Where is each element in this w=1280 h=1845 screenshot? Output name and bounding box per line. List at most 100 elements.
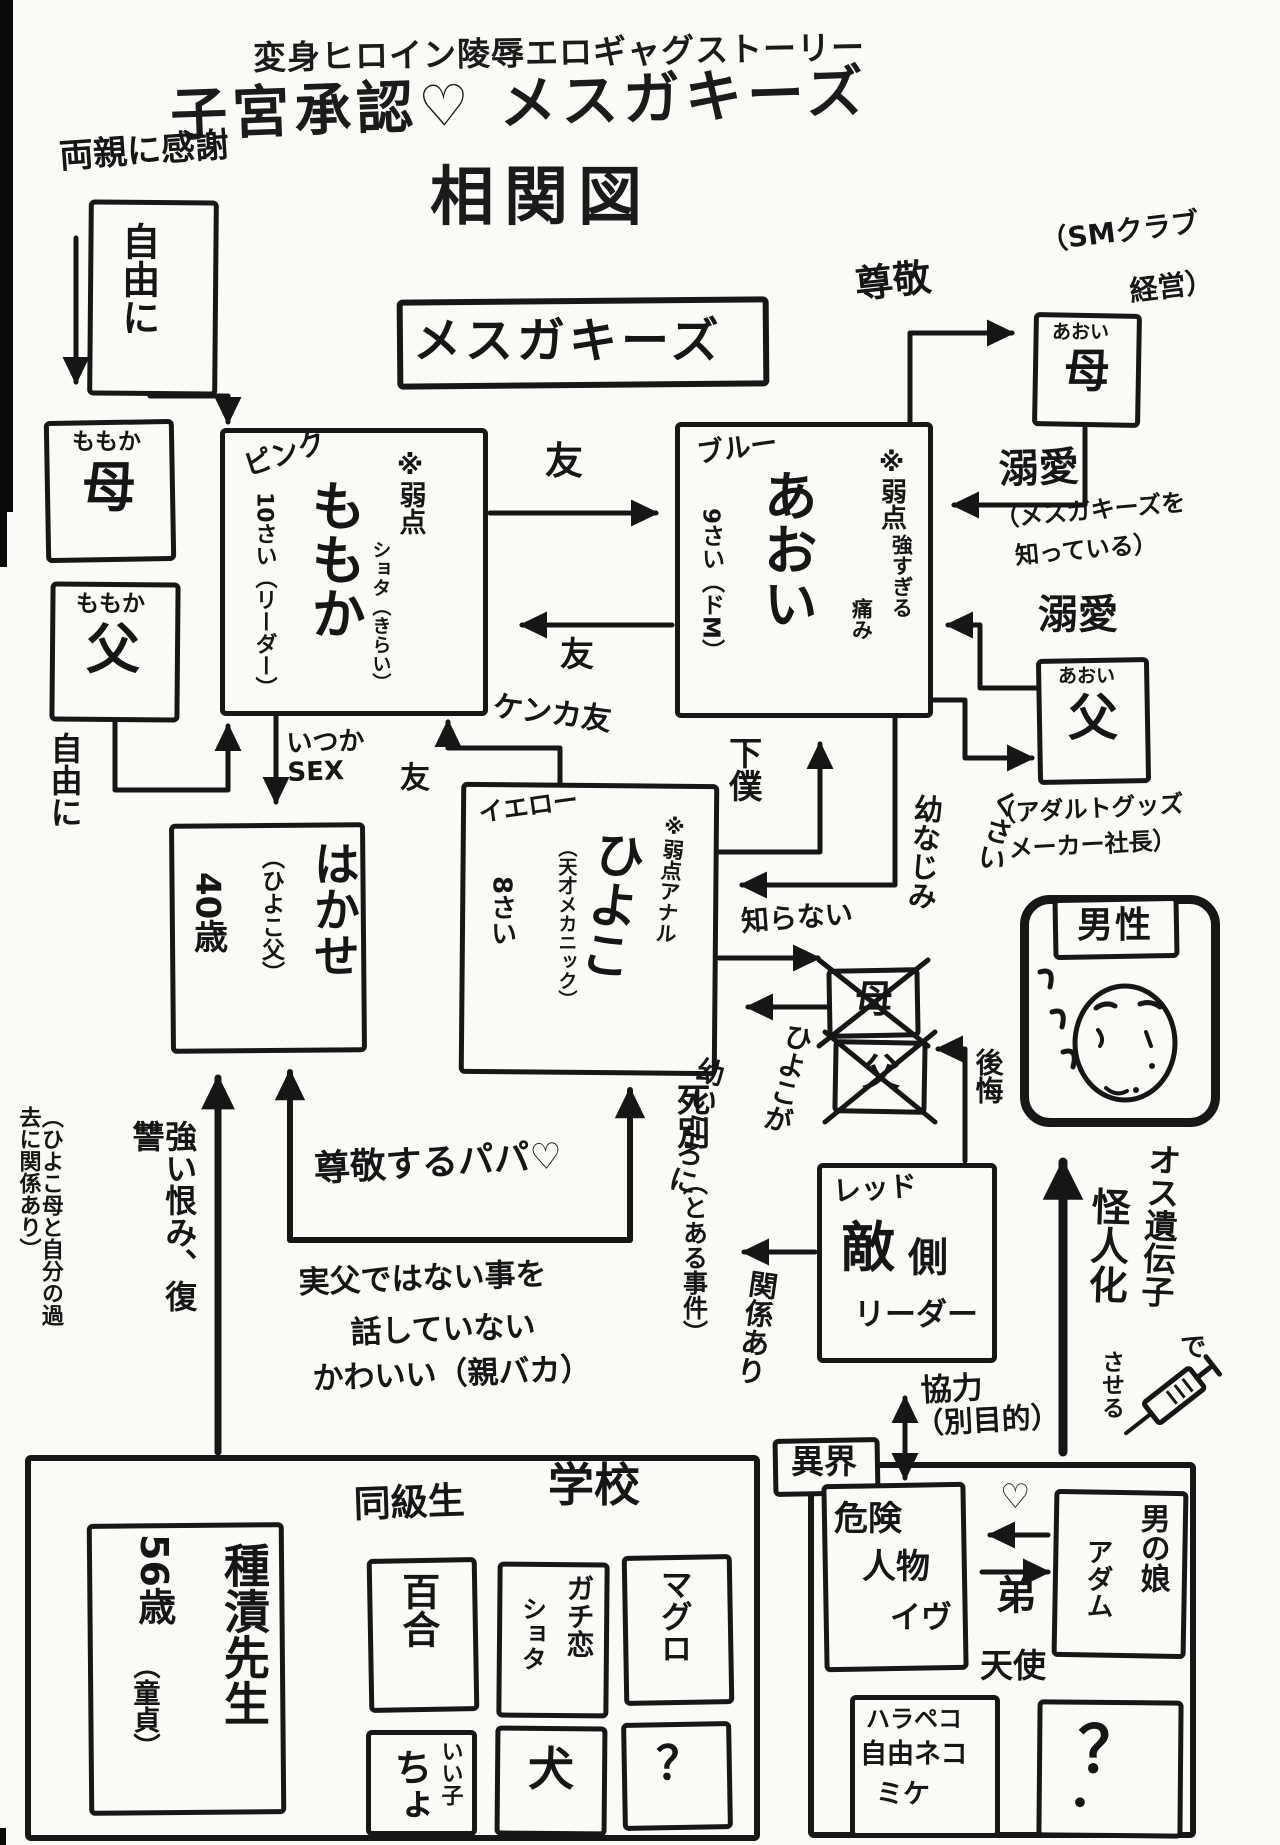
label-osananajimi: 幼なじみ xyxy=(902,792,945,911)
label-gakkou: 学校 xyxy=(548,1458,640,1512)
aoi-box-text-3: 痛み xyxy=(849,598,874,640)
aoi-box xyxy=(675,422,933,718)
momoka-box-text-2: ショタ（きらい） xyxy=(369,540,392,692)
arrow-koukai xyxy=(935,1046,968,1164)
arrowhead xyxy=(945,611,973,639)
label-jippu-3: かわいい（親バカ） xyxy=(311,1351,593,1397)
label-jiyuni-2: 自由に xyxy=(45,732,84,828)
aoi-mother-box-text-0: あおい xyxy=(1052,321,1110,343)
ikai-label-box-text-0: 異界 xyxy=(791,1442,857,1481)
hakase-box-text-0: はかせ xyxy=(306,840,361,978)
label-tomo-1: 友 xyxy=(545,439,584,483)
label-jippu-2: 話していない xyxy=(349,1308,537,1351)
label-shibetsu: 死別 xyxy=(671,1083,711,1149)
label-itsuka-sex: いつか SEX xyxy=(285,726,365,789)
maguro-box-text-0: マグロ xyxy=(655,1568,694,1664)
arrowhead xyxy=(519,611,547,639)
iiko-box-text-0: いい子 xyxy=(437,1740,463,1806)
arrow-kusai xyxy=(930,697,1035,761)
arrowhead xyxy=(614,1087,646,1119)
label-urami-note: （ひよこ母と自分の過去に関係あり） xyxy=(15,1106,63,1326)
arrowhead xyxy=(274,1069,306,1101)
mesugakies-title-box-text-0: メスガキーズ xyxy=(413,313,723,369)
tanezuke-box-text-0: 種漬先生 xyxy=(216,1542,271,1726)
label-ryoushin-kansha: 両親に感謝 xyxy=(57,125,231,177)
arrowhead xyxy=(262,777,290,805)
scan-edge-strip-3 xyxy=(0,1828,6,1845)
eve-box-text-0: 危険 xyxy=(834,1499,902,1539)
arrow-father-free-to-momoka xyxy=(112,719,231,793)
arrowhead xyxy=(62,357,90,385)
momoka-box-text-3: ももか xyxy=(302,478,366,640)
red-box-text-0: レッド xyxy=(831,1169,919,1208)
label-kankei-ari: 関係あり xyxy=(730,1267,781,1388)
momoka-box xyxy=(220,428,488,716)
iiko-box xyxy=(366,1730,477,1836)
label-tomo-2: 友 xyxy=(560,635,594,675)
label-dekiai-1-note2: 知っている） xyxy=(1013,529,1159,570)
arrow-hiyoko-friend xyxy=(445,719,563,786)
arrowhead xyxy=(745,993,773,1021)
hakase-box-text-1: （ひよこ父） xyxy=(257,846,284,984)
dansei-label-box-text-0: 男性 xyxy=(1077,905,1154,946)
aoi-box-text-1: ※弱点 xyxy=(876,448,907,530)
label-tenshi: 天使 xyxy=(980,1646,1046,1685)
label-kenka-tomo: ケンカ友 xyxy=(490,689,614,739)
arrowhead xyxy=(201,1075,235,1110)
arrow-dekiai-2 xyxy=(945,622,1040,691)
label-kaijinka: 怪人化 xyxy=(1081,1185,1131,1305)
harapeko-box-text-0: ハラペコ xyxy=(866,1705,962,1733)
question-otherworld-box-text-0: ？ xyxy=(1078,1714,1142,1788)
label-de: で xyxy=(1180,1333,1207,1363)
label-koukai: 後悔 xyxy=(971,1048,1005,1104)
gachikoi-shota-box-text-1: ショタ xyxy=(518,1596,548,1671)
aoi-mother-box-text-1: 母 xyxy=(1064,344,1110,398)
crossed-father-box-text-0: 父 xyxy=(862,1051,901,1095)
aoi-father-box-text-0: あおい xyxy=(1058,665,1116,687)
arrowhead xyxy=(739,871,767,899)
question-school-box-text-0: ？ xyxy=(656,1736,702,1790)
otherworld-section-box xyxy=(808,1462,1196,1838)
label-hiyoko-ga: ひよこが xyxy=(757,1019,817,1137)
hiyoko-box-text-3: （天才メカニック） xyxy=(555,838,578,1009)
harapeko-box-text-2: ミケ xyxy=(876,1779,930,1810)
arrowhead xyxy=(793,944,821,972)
label-sonkei: 尊敬 xyxy=(852,255,934,307)
momoka-father-box-text-0: ももか xyxy=(76,591,145,617)
label-sm-club-1: （SMクラブ xyxy=(1037,205,1201,258)
red-box-text-3: リーダー xyxy=(854,1297,978,1333)
arrowhead xyxy=(1007,744,1035,772)
title-line3: 相関図 xyxy=(430,161,652,235)
arrow-sonkei xyxy=(907,330,1015,427)
label-doukyuusei: 同級生 xyxy=(352,1479,466,1526)
eve-box-text-1: 人物 xyxy=(862,1547,930,1587)
scan-edge-strip xyxy=(0,0,13,512)
arrow-osananajimi xyxy=(739,715,898,888)
arrowhead xyxy=(1042,1159,1084,1200)
tanezuke-box-text-2: （童貞） xyxy=(128,1652,160,1760)
label-saseru: させる xyxy=(1097,1350,1124,1419)
label-geboku: 下僕 xyxy=(723,736,763,802)
label-dekiai-1-note1: （メスガキーズを xyxy=(993,488,1187,533)
arrowhead xyxy=(631,499,659,527)
label-dekiai-1: 溺愛 xyxy=(997,444,1080,493)
arrowhead xyxy=(741,1238,769,1266)
adam-box-text-1: アダム xyxy=(1081,1538,1113,1619)
label-tomo-3: 友 xyxy=(400,761,430,796)
label-tsuyoi-urami: 強い恨み、復讐 xyxy=(127,1120,199,1312)
eve-box-text-2: イヴ xyxy=(890,1600,952,1636)
harapeko-box-text-1: 自由ネコ xyxy=(860,1739,968,1770)
arrowhead xyxy=(806,741,834,769)
label-shibetsu-note: （とある事件） xyxy=(679,1170,709,1345)
crossed-mother-box-text-0: 母 xyxy=(855,977,894,1021)
red-box-text-1: 敵 xyxy=(841,1216,895,1279)
label-adult-goods-2: メーカー社長） xyxy=(1007,826,1178,863)
red-box-text-2: 側 xyxy=(908,1235,948,1281)
aoi-box-text-4: あおい xyxy=(754,468,818,630)
jiyuni-box-text-0: 自由に xyxy=(115,222,160,336)
inu-box-text-0: 犬 xyxy=(528,1742,574,1796)
yuri-box-text-0: 百合 xyxy=(395,1572,440,1648)
momoka-mother-box-text-1: 母 xyxy=(82,456,136,519)
question-otherworld-box-text-1: ・ xyxy=(1060,1781,1100,1827)
